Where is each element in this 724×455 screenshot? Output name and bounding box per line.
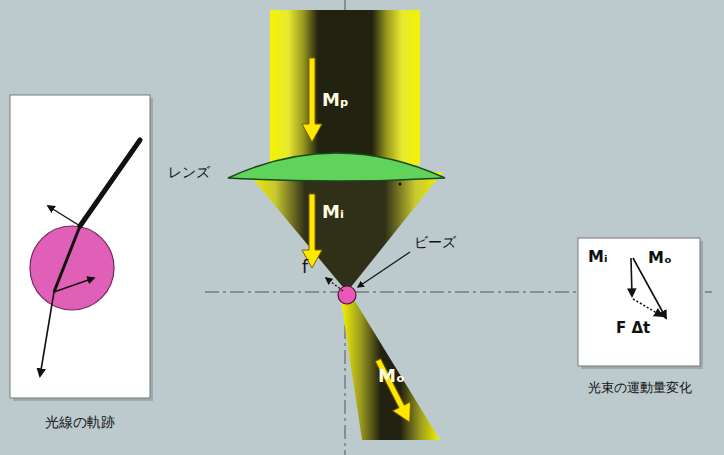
momentum-label: Mₚ [322, 90, 349, 111]
momentum-label: Mᵢ [322, 202, 344, 223]
momentum-label: Mₒ [378, 366, 405, 387]
inset-panel: 光線の軌跡 [10, 95, 150, 398]
part-name: レンズ [168, 164, 210, 180]
force-label: f [302, 258, 308, 278]
momentum-label: Mᵢ [588, 248, 607, 266]
inset-caption: 光線の軌跡 [45, 414, 115, 430]
momentum-label: Mₒ [648, 249, 672, 267]
inset-panel: MᵢMₒF Δt光束の運動量変化 [578, 238, 700, 366]
inset-caption: 光束の運動量変化 [588, 381, 692, 396]
impulse-label: F Δt [616, 320, 650, 337]
part-name: ビーズ [414, 234, 456, 250]
